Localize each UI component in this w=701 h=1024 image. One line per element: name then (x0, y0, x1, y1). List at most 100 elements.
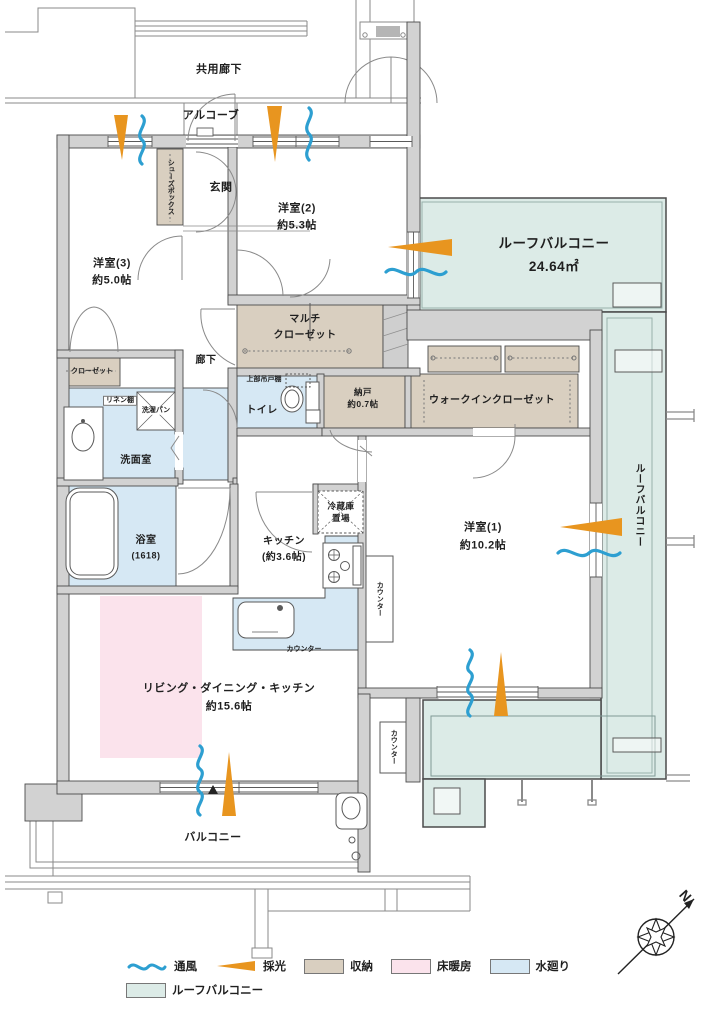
label-west-room3-area: 約5.0帖 (92, 274, 132, 287)
label-washroom: 洗面室 (120, 455, 152, 466)
label-bathroom-size: (1618) (131, 550, 161, 561)
counter-2 (379, 721, 407, 774)
ldk-door (255, 491, 313, 553)
label-washer-pan: 洗濯パン (140, 406, 172, 416)
counter-1 (365, 555, 394, 643)
label-counter-3: カウンター (390, 729, 398, 765)
legend-item-vent: 通風 (126, 958, 197, 974)
west-room1-slide-mark (359, 445, 373, 457)
legend-row-2: ルーフバルコニー (126, 982, 570, 998)
label-kitchen-area: (約3.6帖) (261, 552, 307, 563)
daylight-icon (222, 752, 236, 816)
window-ldk-south (159, 782, 319, 794)
airflow-icon (384, 267, 448, 277)
legend: 通風 採光 収納 床暖房 水廻り ルーフバルコニー (126, 958, 570, 998)
label-common-corridor: 共用廊下 (196, 63, 242, 76)
legend-label-daylight: 採光 (263, 961, 286, 973)
label-west-room2: 洋室(2) (278, 202, 316, 215)
legend-label-roof-balcony: ルーフバルコニー (172, 985, 264, 997)
pipe-space (382, 304, 409, 369)
kitchen-sink (237, 601, 295, 639)
label-fridge-2: 置場 (331, 512, 351, 523)
label-hallway: 廊下 (195, 355, 217, 366)
label-storage-room: 納戸 (353, 386, 373, 397)
room-fill-wic (409, 373, 579, 429)
legend-row-1: 通風 採光 収納 床暖房 水廻り (126, 958, 570, 974)
west-room2-closet-door (289, 258, 331, 298)
label-west-room1-area: 約10.2帖 (459, 539, 507, 552)
water-swatch (489, 958, 530, 974)
walls (24, 21, 603, 873)
label-west-room2-area: 約5.3帖 (277, 219, 317, 232)
daylight-icon (388, 239, 452, 256)
legend-item-roof-balcony: ルーフバルコニー (126, 982, 263, 998)
direction-marker (208, 785, 218, 794)
doors (69, 93, 516, 575)
label-west-room1: 洋室(1) (464, 521, 502, 534)
compass-star-diagonal (645, 926, 667, 948)
label-upper-cabinet: 上部吊戸棚 (246, 375, 282, 383)
label-west-room3: 洋室(3) (93, 257, 131, 270)
label-balcony: バルコニー (184, 831, 242, 844)
roof-balcony-bottom-arm (422, 699, 602, 780)
wic-door (472, 424, 516, 479)
label-counter-1: カウンター (376, 581, 384, 617)
airflow-icon (466, 648, 474, 718)
window-west-room1-east (590, 502, 602, 578)
roof-balcony-railings (517, 409, 695, 806)
door-gap-west-room1 (358, 440, 366, 482)
legend-label-vent: 通風 (174, 961, 197, 973)
label-ldk-area: 約15.6帖 (205, 700, 253, 713)
legend-item-floor-heating: 床暖房 (391, 958, 472, 974)
daylight-icon (494, 652, 508, 716)
airflow-icon (556, 548, 622, 558)
window-top-right (369, 136, 413, 147)
entrance-door (187, 93, 236, 142)
upper-cabinet (285, 373, 311, 388)
site-outlines (5, 0, 471, 959)
storage-dotted-lines (66, 154, 576, 424)
west-room3-door (137, 235, 183, 281)
corridor-door (200, 308, 236, 366)
closet-bifold-doors (69, 306, 119, 353)
daylight-icon (560, 518, 622, 536)
bathroom-door (177, 487, 231, 575)
toilet-door (202, 389, 238, 429)
label-roof-balcony-area: 24.64㎡ (528, 258, 580, 274)
daylight-icon (114, 115, 128, 160)
label-toilet: トイレ (246, 405, 278, 416)
label-shoe-box: シューズボックス (167, 159, 175, 215)
window-west-room2-top (252, 136, 340, 147)
label-roof-balcony-side: ルーフバルコニー (633, 463, 644, 547)
hanger-pipe-ends (242, 348, 577, 361)
daylight-triangle-icon (217, 961, 255, 971)
label-kitchen: キッチン (263, 536, 305, 547)
door-gap-washroom (175, 432, 183, 470)
door-gap-wic (473, 428, 515, 436)
fridge-space-box (317, 490, 364, 534)
label-entrance: 玄関 (209, 181, 233, 194)
airflow-icon (305, 106, 313, 162)
legend-label-floor-heating: 床暖房 (437, 961, 472, 973)
bathtub (65, 487, 119, 580)
window-west-room1-south (436, 686, 539, 698)
daylight-icon (267, 106, 282, 162)
label-bathroom: 浴室 (135, 535, 157, 546)
airflow-icon (138, 114, 146, 166)
daylight-icons (114, 106, 622, 816)
room-fill-floor-heating (100, 596, 202, 758)
floor-heating-swatch (391, 958, 431, 974)
label-roof-balcony: ルーフバルコニー (498, 235, 610, 251)
airflow-icon (196, 744, 204, 817)
label-wic: ウォークインクローゼット (429, 395, 555, 406)
label-multi-closet-1: マルチ (289, 314, 321, 325)
legend-item-water: 水廻り (489, 958, 570, 974)
legend-item-daylight: 採光 (215, 958, 286, 974)
vent-wave-icon (127, 963, 167, 971)
toilet-fixture (280, 381, 321, 424)
legend-item-storage: 収納 (304, 958, 373, 974)
storage-swatch (304, 958, 344, 974)
label-alcove: アルコーブ (182, 109, 240, 122)
label-storage-room-area: 約0.7帖 (347, 398, 379, 409)
